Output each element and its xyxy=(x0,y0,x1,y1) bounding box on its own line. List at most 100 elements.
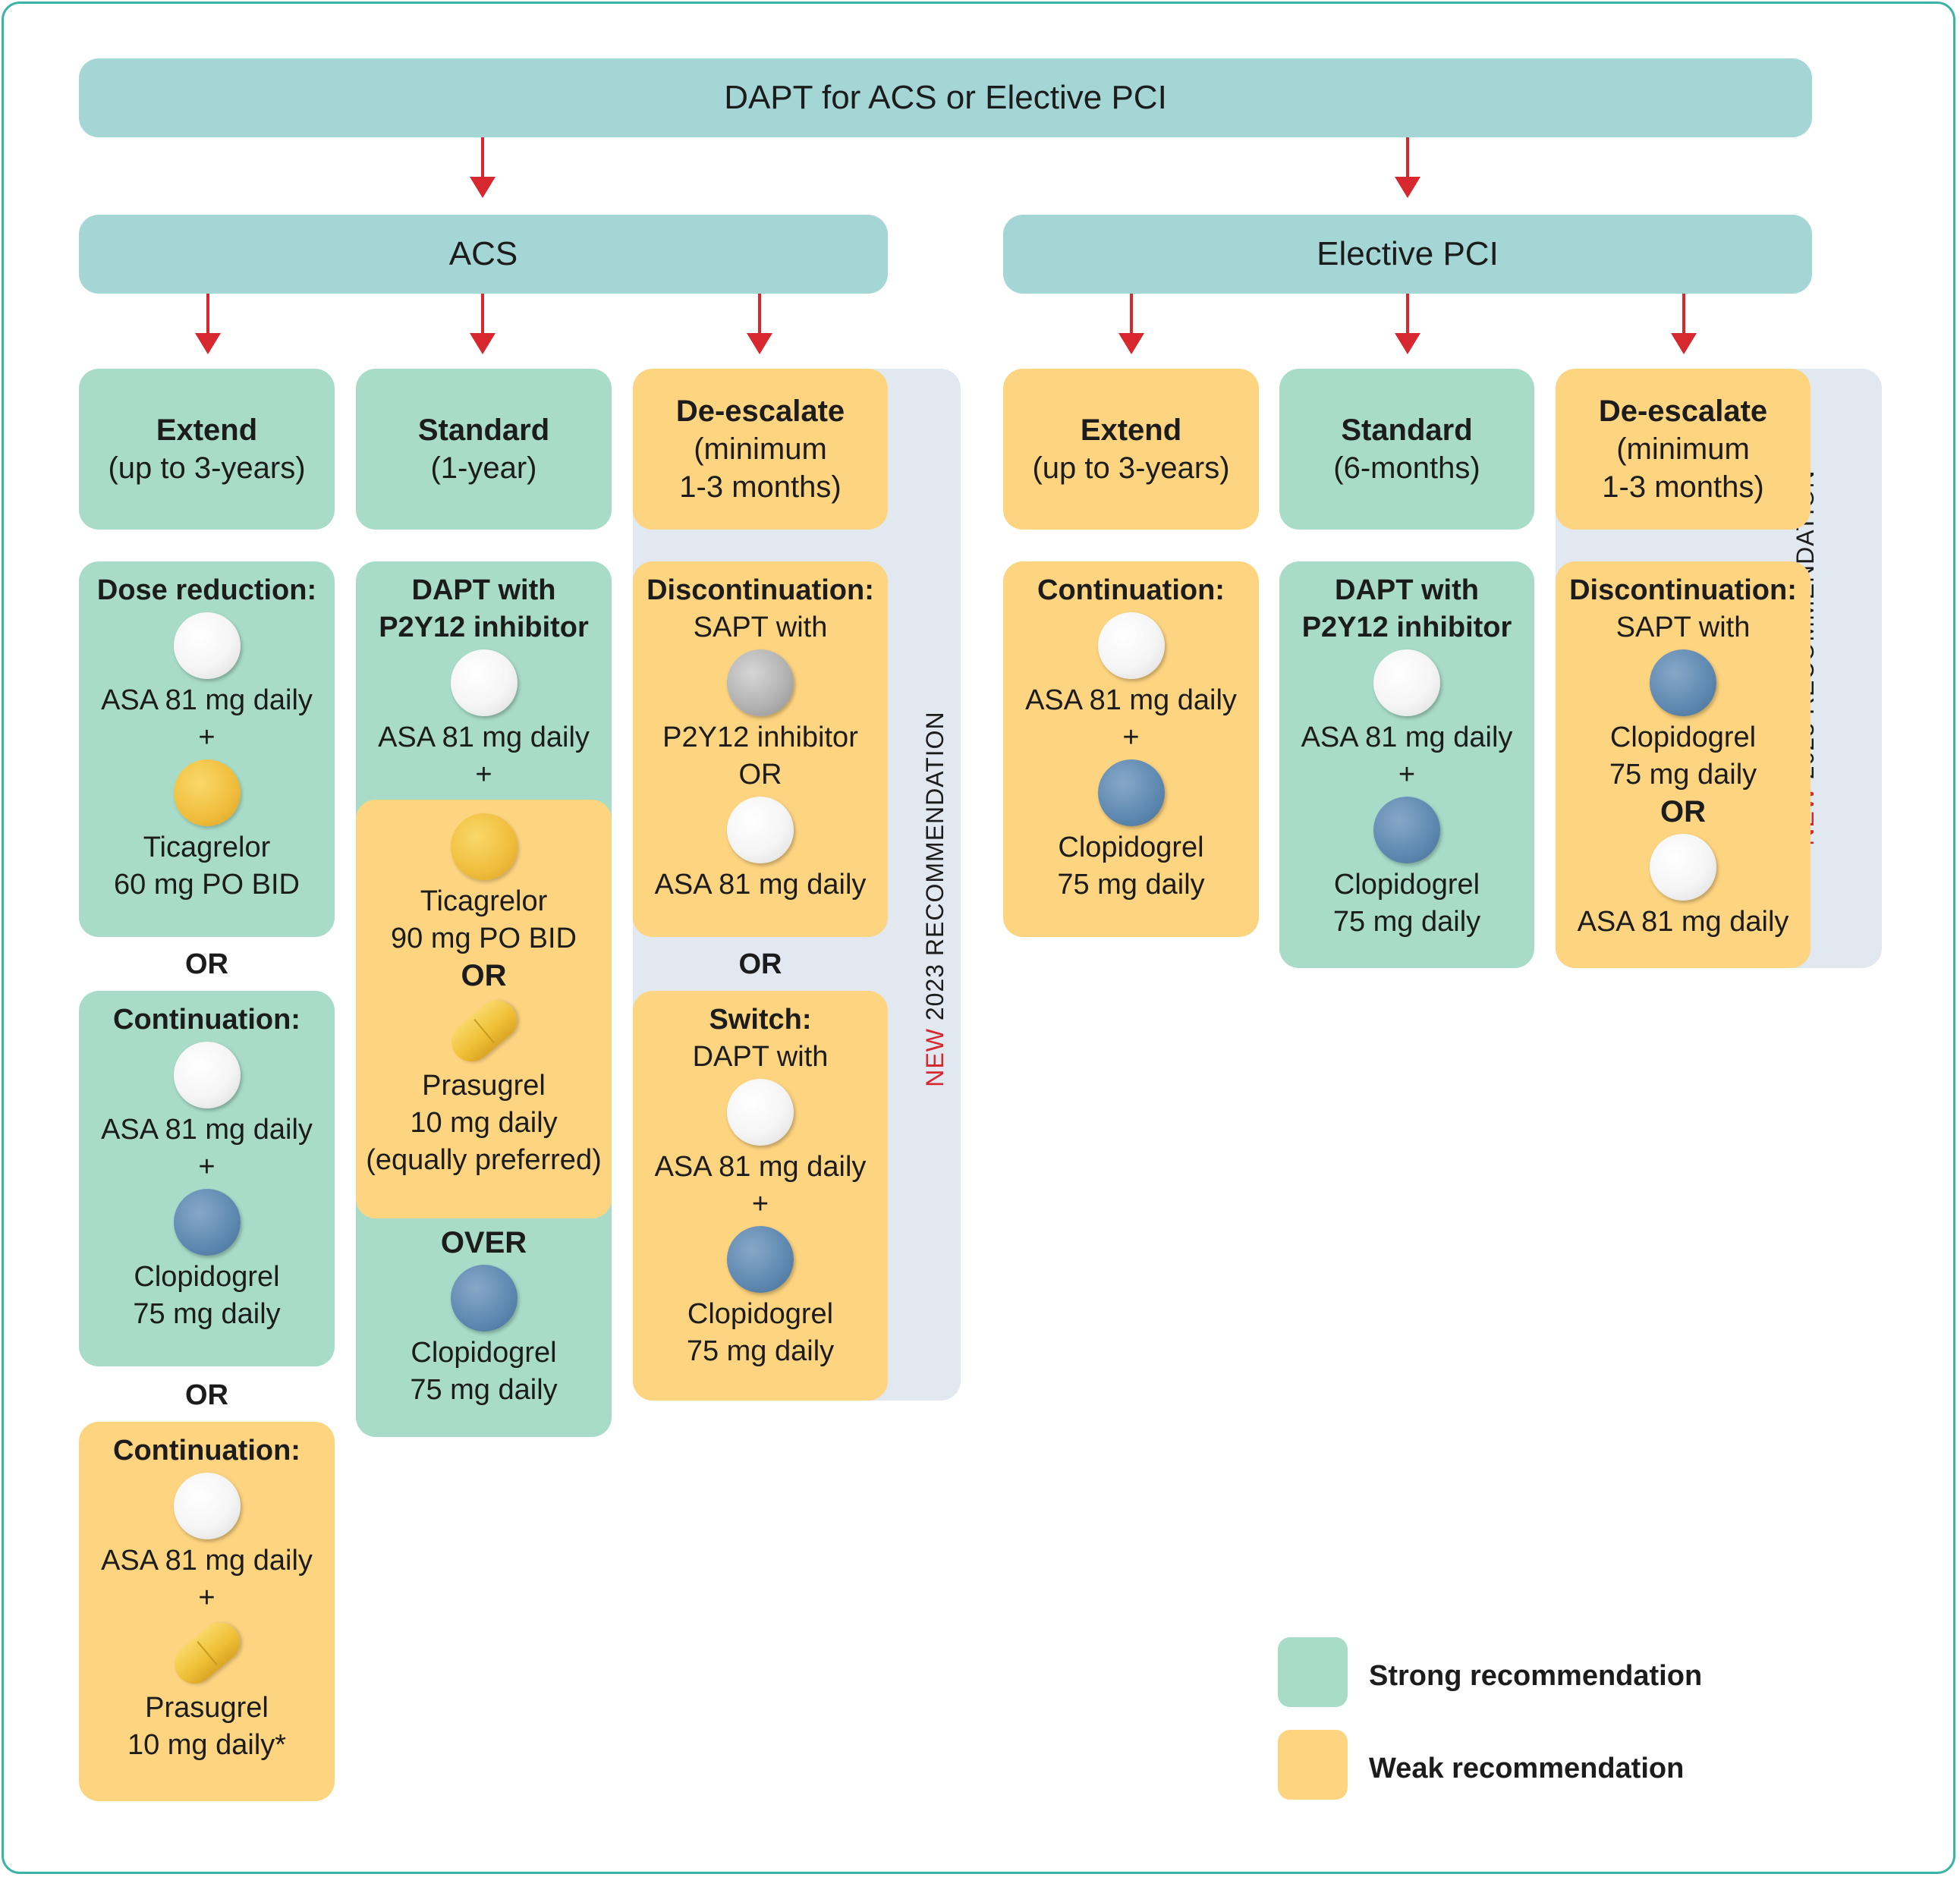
header-subtitle: 1-3 months) xyxy=(1602,470,1764,504)
down-arrow-icon xyxy=(1118,294,1144,354)
drug-dose: 75 mg daily xyxy=(1057,869,1205,901)
drug-dose: 75 mg daily xyxy=(1609,759,1757,791)
white-pill-icon xyxy=(1097,612,1165,679)
drug-label: P2Y12 inhibitor xyxy=(662,722,858,753)
drug-label: Clopidogrel xyxy=(687,1298,834,1330)
white-pill-icon xyxy=(450,649,518,716)
card-heading: Discontinuation: xyxy=(647,574,874,606)
card-heading: Switch: xyxy=(709,1004,812,1036)
acs-bar: ACS xyxy=(79,215,888,294)
plus-sign: + xyxy=(198,1582,216,1614)
acs-new-2023-label: NEW 2023 RECOMMENDATION xyxy=(921,711,949,1087)
white-pill-icon xyxy=(727,1079,794,1146)
header-title: De-escalate xyxy=(1598,395,1768,428)
drug-dose: 75 mg daily xyxy=(133,1298,281,1330)
acs-dose-reduction-card: Dose reduction: ASA 81 mg daily + Ticagr… xyxy=(79,561,335,937)
drug-label: ASA 81 mg daily xyxy=(654,1151,867,1183)
down-arrow-icon xyxy=(1395,137,1420,198)
header-subtitle: (up to 3-years) xyxy=(108,451,306,485)
card-line: SAPT with xyxy=(693,612,828,643)
drug-label: Clopidogrel xyxy=(1609,722,1757,753)
down-arrow-icon xyxy=(195,294,221,354)
pci-deescalate-header: De-escalate (minimum 1-3 months) xyxy=(1556,369,1811,530)
or-label: OR xyxy=(1660,795,1706,828)
header-title: De-escalate xyxy=(675,395,845,428)
acs-extend-header: Extend (up to 3-years) xyxy=(79,369,335,530)
header-subtitle: 1-3 months) xyxy=(679,470,842,504)
drug-dose: 75 mg daily xyxy=(410,1374,558,1406)
card-heading: Continuation: xyxy=(113,1004,300,1036)
header-subtitle: (6-months) xyxy=(1333,451,1480,485)
drug-label: Clopidogrel xyxy=(411,1337,557,1369)
title-bar: DAPT for ACS or Elective PCI xyxy=(79,58,1812,137)
card-heading: Dose reduction: xyxy=(96,574,317,606)
white-pill-icon xyxy=(173,1473,241,1539)
blue-pill-icon xyxy=(173,1189,241,1256)
card-line: SAPT with xyxy=(1616,612,1751,643)
or-label: OR xyxy=(738,759,782,791)
down-arrow-icon xyxy=(470,294,496,354)
drug-dose: 10 mg daily xyxy=(410,1107,558,1139)
white-pill-icon xyxy=(727,797,794,863)
drug-label: ASA 81 mg daily xyxy=(378,722,590,753)
acs-deescalate-header: De-escalate (minimum 1-3 months) xyxy=(633,369,888,530)
down-arrow-icon xyxy=(747,294,772,354)
header-title: Standard xyxy=(1341,413,1473,447)
gold-caplet-icon xyxy=(443,992,524,1070)
pci-bar: Elective PCI xyxy=(1003,215,1812,294)
acs-standard-header: Standard (1-year) xyxy=(356,369,612,530)
white-pill-icon xyxy=(173,1042,241,1108)
legend-strong-swatch xyxy=(1278,1637,1348,1707)
header-subtitle: (1-year) xyxy=(430,451,537,485)
drug-label: Clopidogrel xyxy=(134,1261,280,1293)
acs-label: ACS xyxy=(448,235,518,272)
or-label: OR xyxy=(461,959,507,992)
drug-label: Clopidogrel xyxy=(1058,832,1204,863)
legend-weak-label: Weak recommendation xyxy=(1369,1753,1685,1784)
over-label: OVER xyxy=(440,1226,527,1259)
card-heading: DAPT with xyxy=(1335,574,1479,606)
legend-strong-label: Strong recommendation xyxy=(1369,1660,1703,1692)
pci-extend-header: Extend (up to 3-years) xyxy=(1003,369,1259,530)
drug-label: Prasugrel xyxy=(422,1070,546,1102)
header-title: Extend xyxy=(156,413,258,447)
drug-label: ASA 81 mg daily xyxy=(101,1114,313,1146)
pci-continuation-card: Continuation: ASA 81 mg daily + Clopidog… xyxy=(1003,561,1259,937)
header-subtitle: (minimum xyxy=(1616,432,1750,466)
drug-label: Ticagrelor xyxy=(420,885,548,917)
drug-note: (equally preferred) xyxy=(366,1144,602,1176)
acs-continuation-prasugrel-card: Continuation: ASA 81 mg daily + Prasugre… xyxy=(79,1422,335,1801)
page-title: DAPT for ACS or Elective PCI xyxy=(724,79,1167,116)
drug-dose: 10 mg daily* xyxy=(127,1729,287,1761)
card-heading: P2Y12 inhibitor xyxy=(379,612,589,643)
pci-label: Elective PCI xyxy=(1317,235,1499,272)
blue-pill-icon xyxy=(450,1265,518,1332)
plus-sign: + xyxy=(475,759,492,791)
down-arrow-icon xyxy=(1671,294,1697,354)
card-heading: DAPT with xyxy=(411,574,556,606)
down-arrow-icon xyxy=(1395,294,1420,354)
drug-label: Clopidogrel xyxy=(1333,869,1480,901)
acs-dapt-over-section: OVER Clopidogrel 75 mg daily xyxy=(356,1225,612,1409)
or-label: OR xyxy=(185,948,228,980)
drug-dose: 75 mg daily xyxy=(1332,906,1481,938)
drug-label: ASA 81 mg daily xyxy=(101,684,313,716)
gold-pill-icon xyxy=(450,813,518,880)
header-subtitle: (minimum xyxy=(694,432,827,466)
pci-discontinuation-card: Discontinuation: SAPT with Clopidogrel 7… xyxy=(1556,561,1811,968)
plus-sign: + xyxy=(751,1188,769,1220)
header-title: Extend xyxy=(1080,413,1182,447)
header-subtitle: (up to 3-years) xyxy=(1032,451,1230,485)
gold-pill-icon xyxy=(173,759,241,826)
drug-label: ASA 81 mg daily xyxy=(101,1545,313,1577)
plus-sign: + xyxy=(198,722,216,753)
drug-dose: 75 mg daily xyxy=(686,1335,835,1367)
white-pill-icon xyxy=(1650,834,1716,901)
drug-label: ASA 81 mg daily xyxy=(1025,684,1237,716)
acs-continuation-clopidogrel-card: Continuation: ASA 81 mg daily + Clopidog… xyxy=(79,991,335,1366)
drug-label: ASA 81 mg daily xyxy=(654,869,867,901)
gray-pill-icon xyxy=(727,649,794,716)
blue-pill-icon xyxy=(1373,797,1440,863)
or-label: OR xyxy=(738,948,782,980)
plus-sign: + xyxy=(1122,722,1140,753)
